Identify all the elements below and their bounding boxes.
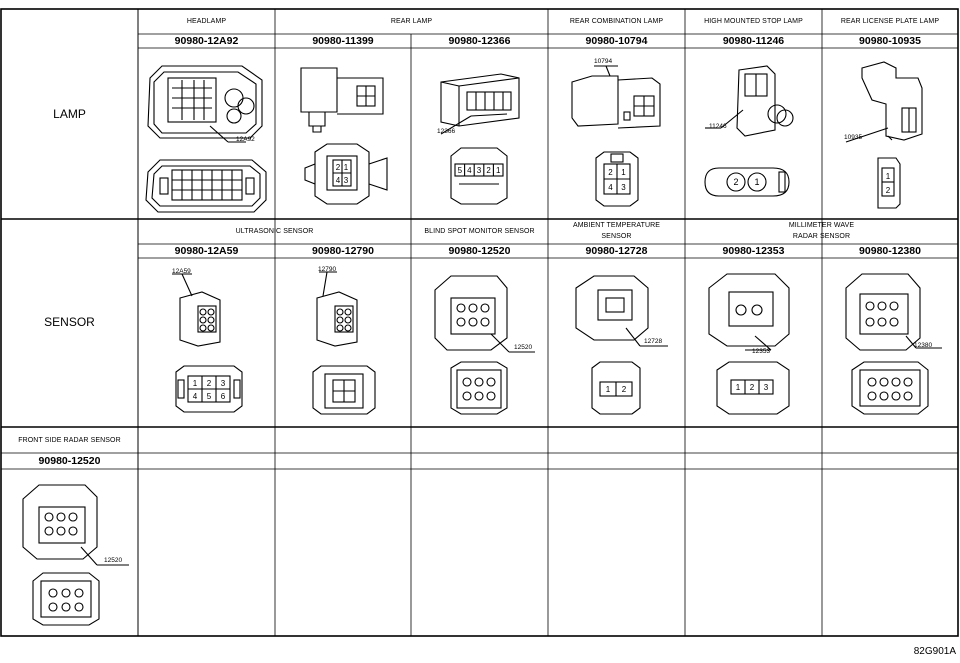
pin-label: 1 xyxy=(886,172,891,181)
pin-label: 1 xyxy=(193,379,198,388)
ultrasonic-sensor-connector-drawing xyxy=(312,271,376,415)
pin-label: 1 xyxy=(606,385,611,394)
high-mounted-stop-lamp-connector-drawing: 2 1 xyxy=(704,65,794,197)
pin-label: 4 xyxy=(467,166,472,175)
pin-label: 2 xyxy=(750,383,755,392)
headlamp-connector-drawing xyxy=(145,65,267,213)
group-label-sensor: SENSOR xyxy=(44,315,95,329)
rear-lamp-pin-labels: 2 1 4 3 xyxy=(336,163,349,185)
callout-label: 10935 xyxy=(844,134,863,141)
pin-label: 3 xyxy=(764,383,769,392)
rear-lamp-connector-drawing xyxy=(300,67,388,205)
pin-label: 3 xyxy=(621,183,626,192)
pin-label: 4 xyxy=(336,176,341,185)
pin-label: 5 xyxy=(207,392,212,401)
header-blind-spot-monitor-sensor: BLIND SPOT MONITOR SENSOR xyxy=(424,228,535,235)
callout-label: 12520 xyxy=(104,557,123,564)
pin-label: 2 xyxy=(336,163,341,172)
pin-label: 1 xyxy=(754,177,759,187)
callout-label: 10794 xyxy=(594,58,613,65)
callout-label: 12A59 xyxy=(172,268,191,275)
header-rear-combination-lamp: REAR COMBINATION LAMP xyxy=(569,18,664,25)
millimeter-wave-radar-sensor-connector-drawing: 1 2 3 xyxy=(708,273,790,415)
part-number: 90980-12380 xyxy=(859,245,921,257)
part-number: 90980-12728 xyxy=(585,245,648,257)
front-side-radar-sensor-connector-drawing xyxy=(22,484,129,626)
callout-label: 12380 xyxy=(914,342,933,349)
group-label-front-side-radar: FRONT SIDE RADAR SENSOR xyxy=(18,437,121,444)
pin-label: 1 xyxy=(736,383,741,392)
part-number: 90980-12A92 xyxy=(174,35,239,47)
millimeter-wave-radar-sensor-connector-drawing xyxy=(845,273,942,415)
pin-label: 1 xyxy=(621,168,626,177)
header-headlamp: HEADLAMP xyxy=(186,18,227,25)
rear-combination-lamp-connector-drawing: 2 1 4 3 xyxy=(571,65,661,207)
pin-label: 2 xyxy=(207,379,212,388)
header-ambient-temperature-sensor-line1: AMBIENT TEMPERATURE xyxy=(572,222,661,229)
part-number: 90980-12366 xyxy=(448,35,511,47)
pin-label: 2 xyxy=(608,168,613,177)
header-millimeter-wave-line1: MILLIMETER WAVE xyxy=(788,222,855,229)
header-ultrasonic-sensor: ULTRASONIC SENSOR xyxy=(235,228,314,235)
part-number: 90980-11246 xyxy=(722,35,785,47)
header-high-mounted-stop-lamp: HIGH MOUNTED STOP LAMP xyxy=(704,18,803,25)
callout-label: 12520 xyxy=(514,344,533,351)
part-number: 90980-11399 xyxy=(312,35,374,47)
callout-label: 12A92 xyxy=(236,136,255,143)
pin-label: 1 xyxy=(496,166,501,175)
pin-label: 4 xyxy=(608,183,613,192)
ultrasonic-sensor-connector-drawing: 1 2 3 4 5 6 xyxy=(172,273,243,413)
pin-label: 1 xyxy=(344,163,349,172)
header-rear-lamp: REAR LAMP xyxy=(390,18,433,25)
blind-spot-monitor-sensor-connector-drawing xyxy=(434,275,535,415)
callout-label: 11246 xyxy=(709,123,727,130)
callout-label: 12353 xyxy=(752,348,771,355)
pin-label: 2 xyxy=(486,166,491,175)
header-rear-license-plate-lamp: REAR LICENSE PLATE LAMP xyxy=(840,18,940,25)
pin-label: 3 xyxy=(477,166,482,175)
figure-code: 82G901A xyxy=(913,646,956,657)
callout-label: 12728 xyxy=(644,338,663,345)
part-number: 90980-10935 xyxy=(859,35,921,47)
group-label-lamp: LAMP xyxy=(53,107,86,121)
part-number: 90980-12790 xyxy=(312,245,374,257)
pin-label: 4 xyxy=(193,392,198,401)
header-millimeter-wave-line2: RADAR SENSOR xyxy=(792,233,851,240)
part-number: 90980-12520 xyxy=(448,245,511,257)
part-number: 90980-10794 xyxy=(585,35,648,47)
ambient-temperature-sensor-connector-drawing: 1 2 xyxy=(575,275,668,415)
pin-label: 2 xyxy=(622,385,627,394)
part-number: 90980-12353 xyxy=(722,245,785,257)
pin-label: 2 xyxy=(886,186,891,195)
part-number: 90980-12A59 xyxy=(174,245,239,257)
rear-lamp-connector-drawing: 5 4 3 2 1 xyxy=(440,73,520,205)
pin-label: 6 xyxy=(221,392,226,401)
part-number: 90980-12520 xyxy=(38,455,101,467)
pin-label: 3 xyxy=(344,176,349,185)
rear-license-plate-lamp-connector-drawing: 1 2 xyxy=(845,61,923,209)
header-ambient-temperature-sensor-line2: SENSOR xyxy=(601,233,632,240)
callout-label: 12790 xyxy=(318,266,337,273)
pin-label: 2 xyxy=(733,177,738,187)
pin-label: 5 xyxy=(458,166,463,175)
pin-label: 3 xyxy=(221,379,226,388)
callout-label: 12366 xyxy=(437,128,456,135)
